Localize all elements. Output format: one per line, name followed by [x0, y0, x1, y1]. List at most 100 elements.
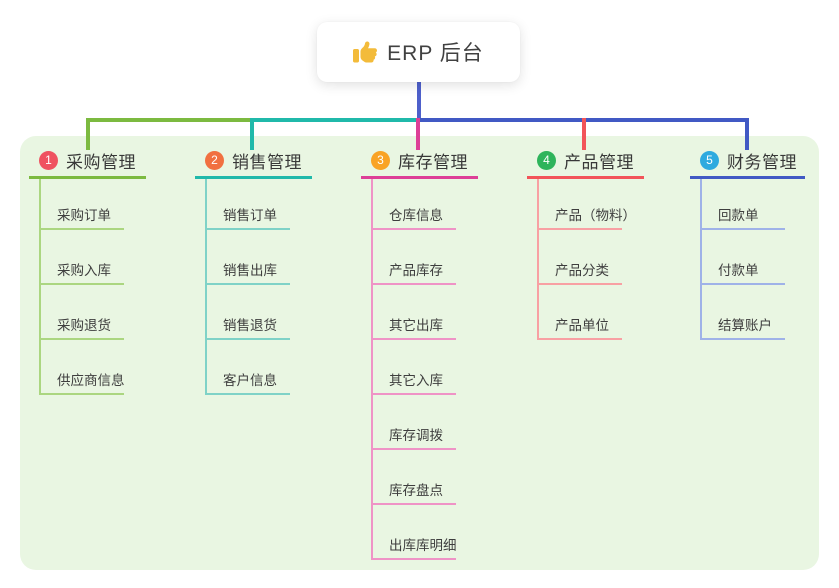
branch-drop-finance — [745, 118, 749, 150]
bus-segment-sales — [250, 118, 418, 122]
child-node[interactable]: 销售出库 — [205, 261, 290, 285]
child-label: 出库库明细 — [389, 538, 457, 553]
child-label: 采购订单 — [57, 208, 111, 223]
child-node[interactable]: 采购退货 — [39, 316, 124, 340]
child-label: 仓库信息 — [389, 208, 443, 223]
child-node[interactable]: 销售退货 — [205, 316, 290, 340]
child-underline — [371, 228, 456, 230]
child-label: 销售退货 — [223, 318, 277, 333]
root-node[interactable]: ERP 后台 — [317, 22, 520, 82]
child-label: 付款单 — [718, 263, 759, 278]
branch-drop-purchase — [86, 118, 90, 150]
child-node[interactable]: 结算账户 — [700, 316, 785, 340]
branch-number-badge: 1 — [39, 150, 58, 170]
child-underline — [39, 338, 124, 340]
branch-label: 财务管理 — [727, 152, 797, 172]
branch-child-spine — [371, 179, 373, 560]
child-label: 销售订单 — [223, 208, 277, 223]
child-underline — [39, 228, 124, 230]
child-underline — [205, 228, 290, 230]
child-node[interactable]: 产品单位 — [537, 316, 622, 340]
child-underline — [205, 338, 290, 340]
branch-drop-product — [582, 118, 586, 150]
branch-node-inventory[interactable]: 3 库存管理 — [361, 148, 468, 172]
child-node[interactable]: 其它出库 — [371, 316, 456, 340]
child-node[interactable]: 销售订单 — [205, 206, 290, 230]
child-label: 采购入库 — [57, 263, 111, 278]
child-underline — [371, 393, 456, 395]
thumbs-up-icon — [353, 40, 378, 64]
child-label: 其它入库 — [389, 373, 443, 388]
child-node[interactable]: 库存调拨 — [371, 426, 456, 450]
child-label: 销售出库 — [223, 263, 277, 278]
child-label: 库存盘点 — [389, 483, 443, 498]
branch-node-sales[interactable]: 2 销售管理 — [195, 148, 302, 172]
branch-drop-sales — [250, 118, 254, 150]
child-label: 其它出库 — [389, 318, 443, 333]
child-label: 结算账户 — [718, 318, 772, 333]
branch-underline — [527, 176, 644, 179]
child-label: 采购退货 — [57, 318, 111, 333]
child-underline — [537, 338, 622, 340]
child-underline — [205, 393, 290, 395]
child-underline — [371, 558, 456, 560]
child-node[interactable]: 付款单 — [700, 261, 785, 285]
branches-panel — [20, 136, 819, 570]
branch-node-purchase[interactable]: 1 采购管理 — [29, 148, 136, 172]
bus-segment-purchase — [86, 118, 254, 122]
child-node[interactable]: 供应商信息 — [39, 371, 125, 395]
child-underline — [371, 448, 456, 450]
child-node[interactable]: 采购订单 — [39, 206, 124, 230]
child-label: 产品单位 — [555, 318, 609, 333]
branch-label: 销售管理 — [232, 152, 302, 172]
child-label: 产品库存 — [389, 263, 443, 278]
branch-underline — [195, 176, 312, 179]
child-underline — [537, 283, 622, 285]
branch-number-badge: 4 — [537, 150, 556, 170]
branch-number-badge: 3 — [371, 150, 390, 170]
child-underline — [371, 283, 456, 285]
branch-number-badge: 5 — [700, 150, 719, 170]
branch-label: 采购管理 — [66, 152, 136, 172]
child-underline — [371, 338, 456, 340]
child-node[interactable]: 出库库明细 — [371, 536, 457, 560]
child-label: 产品分类 — [555, 263, 609, 278]
child-underline — [537, 228, 622, 230]
child-label: 库存调拨 — [389, 428, 443, 443]
branch-label: 产品管理 — [564, 152, 634, 172]
branch-node-product[interactable]: 4 产品管理 — [527, 148, 634, 172]
child-node[interactable]: 库存盘点 — [371, 481, 456, 505]
child-node[interactable]: 客户信息 — [205, 371, 290, 395]
child-node[interactable]: 产品分类 — [537, 261, 622, 285]
child-underline — [700, 283, 785, 285]
branch-drop-inventory — [416, 118, 420, 150]
child-label: 回款单 — [718, 208, 759, 223]
child-node[interactable]: 产品（物料） — [537, 206, 636, 230]
child-underline — [39, 283, 124, 285]
child-node[interactable]: 其它入库 — [371, 371, 456, 395]
child-label: 客户信息 — [223, 373, 277, 388]
child-underline — [39, 393, 124, 395]
child-label: 产品（物料） — [555, 208, 636, 223]
branch-child-spine — [205, 179, 207, 395]
branch-underline — [361, 176, 478, 179]
child-underline — [205, 283, 290, 285]
child-underline — [700, 338, 785, 340]
child-label: 供应商信息 — [57, 373, 125, 388]
child-node[interactable]: 回款单 — [700, 206, 785, 230]
child-node[interactable]: 产品库存 — [371, 261, 456, 285]
branch-underline — [29, 176, 146, 179]
branch-node-finance[interactable]: 5 财务管理 — [690, 148, 797, 172]
branch-label: 库存管理 — [398, 152, 468, 172]
branch-child-spine — [537, 179, 539, 340]
child-node[interactable]: 采购入库 — [39, 261, 124, 285]
root-trunk-line — [417, 82, 421, 122]
child-node[interactable]: 仓库信息 — [371, 206, 456, 230]
child-underline — [700, 228, 785, 230]
child-underline — [371, 503, 456, 505]
branch-number-badge: 2 — [205, 150, 224, 170]
branch-underline — [690, 176, 805, 179]
branch-child-spine — [39, 179, 41, 395]
branch-child-spine — [700, 179, 702, 340]
